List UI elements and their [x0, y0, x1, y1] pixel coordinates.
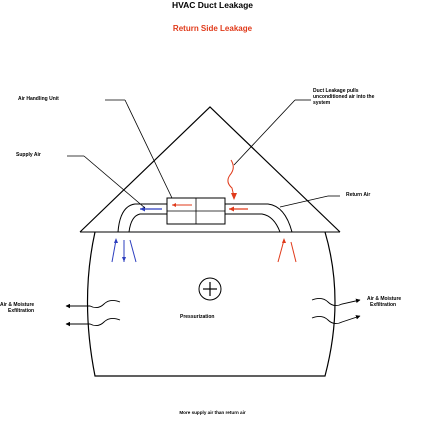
diagram-title: HVAC Duct Leakage	[171, 0, 254, 10]
return-grille-arrow-2	[290, 241, 297, 263]
label-supply-air: Supply Air	[16, 152, 41, 158]
return-duct	[225, 203, 293, 233]
house-body-outline	[86, 231, 336, 377]
leak-squiggle	[227, 159, 235, 198]
leader-duct-leakage-diag	[233, 99, 296, 166]
leader-air-handling-unit-diag	[124, 99, 173, 199]
diagram-subtitle: Return Side Leakage	[172, 24, 253, 33]
label-duct-leakage-line2: unconditioned air into the	[313, 94, 375, 100]
label-return-air: Return Air	[346, 192, 371, 198]
label-duct-leakage-line1: Duct Leakage pulls	[313, 88, 359, 94]
supply-register-head-2	[122, 257, 126, 262]
left-exfil-squiggle-1	[65, 299, 121, 309]
supply-register-head-1	[114, 238, 118, 243]
return-grille-head-1	[282, 238, 286, 243]
supply-duct	[117, 203, 167, 233]
roof-outline	[79, 106, 341, 233]
right-exfil-squiggle-1	[311, 297, 361, 307]
leader-return-air-diag	[279, 195, 329, 208]
return-arrowhead-inner	[172, 203, 176, 207]
label-air-handling-unit: Air Handling Unit	[18, 96, 59, 102]
return-arrowhead-1	[229, 206, 234, 212]
label-right-exfil-line1: Air & Moisture	[367, 296, 402, 302]
left-exfil-squiggle-2	[65, 317, 121, 327]
label-left-exfil-line1: Air & Moisture	[0, 302, 35, 308]
supply-arrowhead-1	[140, 206, 145, 212]
label-right-exfil-line2: Exfiltration	[370, 302, 397, 308]
return-grille-arrow-1	[277, 239, 285, 263]
label-duct-leakage-line3: system	[313, 100, 331, 106]
pressurization-circle	[198, 277, 222, 301]
label-left-exfil-line2: Exfiltration	[8, 308, 35, 314]
leak-arrowhead	[231, 193, 237, 200]
leader-supply-air-diag	[83, 155, 146, 209]
supply-register-arrow-3	[129, 239, 137, 263]
footnote: More supply air than return air	[179, 410, 246, 415]
supply-register-arrow-1	[111, 239, 117, 263]
right-exfil-squiggle-2	[311, 315, 361, 325]
label-pressurization: Pressurization	[180, 314, 215, 320]
